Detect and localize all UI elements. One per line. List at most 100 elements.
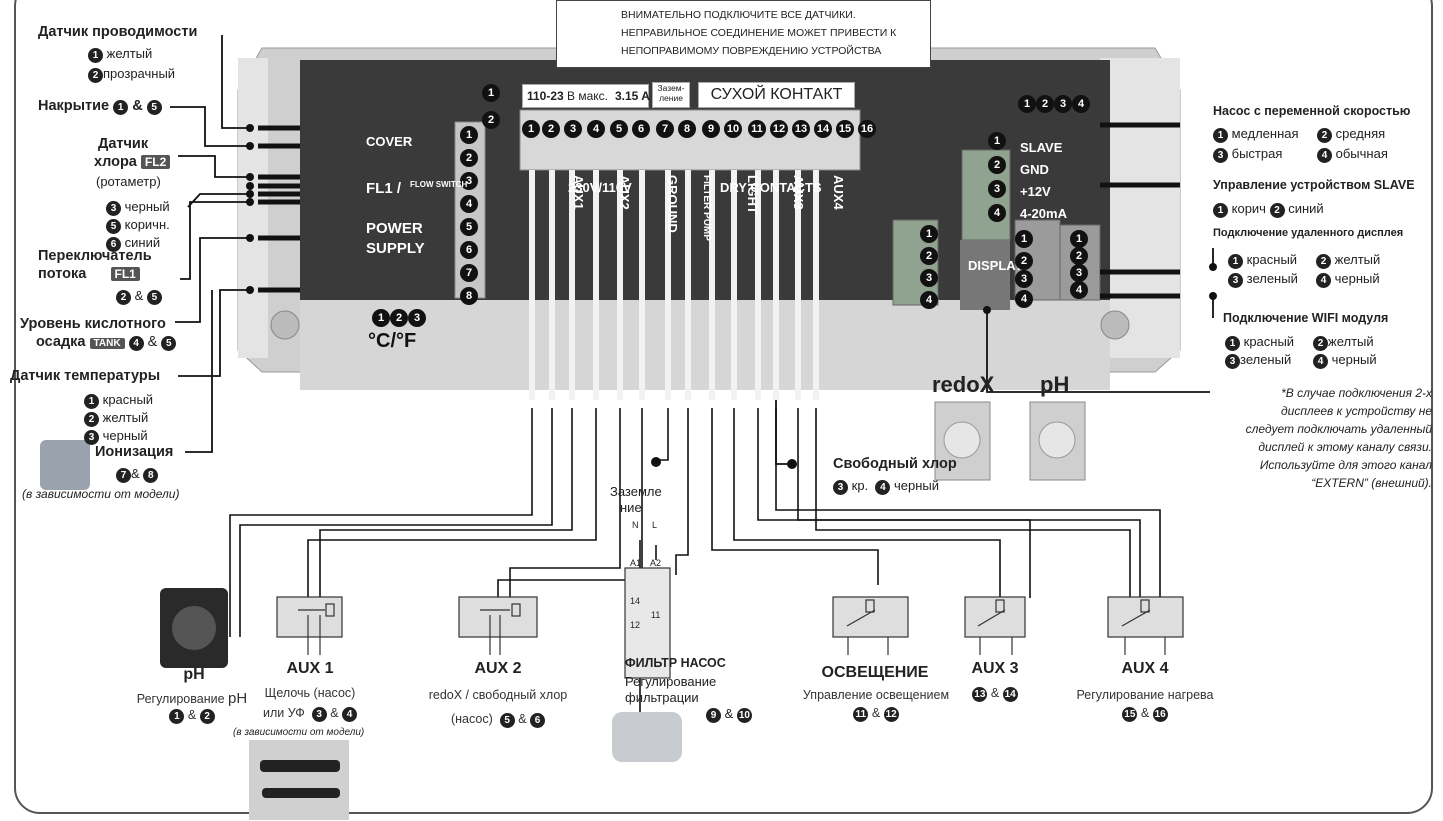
ground-label-1: Зазем- [657,83,685,93]
display-note-line-1: *В случае подключения 2-х [1281,386,1432,400]
ground-label-box: Зазем- ление [652,82,690,108]
housing-right-flank [1100,58,1180,358]
device-aux2-title: AUX 2 [474,660,522,677]
tank-tag: TANK [89,338,125,349]
ph-label: pH [1040,372,1070,397]
aux3-silk: AUX3 [791,175,806,210]
ion-amp: & [131,466,140,481]
device-aux1-note: (в зависимости от модели) [233,727,365,738]
ion-note: (в зависимости от модели) [22,487,180,501]
cover-silk: COVER [366,134,413,149]
display-wire-3-color: зеленый [1246,271,1298,286]
temp-wire-1: 1 красный [84,392,153,409]
housing-bottom [300,300,1110,390]
display-wire-1: 1 красный [1228,252,1297,269]
slave-terminal-2: 2 [988,156,1006,174]
chlorine-wire-6-color: синий [124,235,161,250]
free-chlorine-wire-3: кр. [851,478,869,493]
chlorine-sub: (ротаметр) [96,174,161,189]
power-silk: POWER [366,220,423,237]
pump-speed-3: 3 быстрая [1213,146,1282,163]
pump-speed-2: 2 средняя [1317,126,1385,143]
aux4-silk: AUX4 [831,175,846,210]
fl2-tag: FL2 [140,155,171,169]
device-aux4-title: AUX 4 [1121,660,1169,677]
voltage-label-box: 110-23 В макс. 3.15 A [522,84,650,108]
gnd-silk: GND [1020,162,1049,177]
acid-title-2: осадка TANK 4 & 5 [36,334,177,351]
terminal-9: 9 [702,120,720,138]
dry-contact-label: СУХОЙ КОНТАКТ [698,82,855,108]
conductivity-wire-1-color: желтый [106,46,153,61]
wifi-terminal-2: 2 [1070,247,1088,265]
pump-speed-2-text: средняя [1335,126,1386,141]
aux2-silk: AUX2 [617,175,632,210]
top-terminal-strip [519,109,861,171]
display-note-line-3: следует подключать удаленный [1245,422,1432,436]
leader-dots [246,124,1217,469]
device-aux2-desc2: (насос) 5 & 6 [418,712,578,728]
flow-title-2-text: потока [38,266,87,282]
pump-speed-1: 1 медленная [1213,126,1299,143]
device-filter-amp: & [724,706,734,721]
ground-text-1: Заземле [610,484,662,499]
wifi-wire-2-color: желтый [1328,334,1374,349]
display-wire-2-color: желтый [1334,252,1381,267]
device-aux1-title: AUX 1 [286,660,334,677]
wifi-terminal-3: 3 [1070,264,1088,282]
conductivity-terminal-2: 2 [482,111,500,129]
chlorine-wire-6: 6 синий [106,235,160,252]
chlorine-wire-3-color: черный [124,199,170,214]
fuse-label: 3.15 A [615,89,650,103]
device-aux1-desc1: Щелочь (насос) [264,686,356,700]
wifi-wire-4: 4 черный [1313,352,1377,369]
display-wire-2: 2 желтый [1316,252,1380,269]
flow-switch-silk: FLOW SWITCH [410,180,468,189]
device-ph-terms: 1 & 2 [152,708,232,724]
left-terminal-1: 1 [460,126,478,144]
terminal-6: 6 [632,120,650,138]
display-title: Подключение удаленного дисплея [1213,227,1404,239]
free-chlorine-title: Свободный хлор [833,456,957,472]
aux1-silk: AUX1 [571,175,586,210]
display-wire-4: 4 черный [1316,271,1380,288]
slave-wires: 1 корич 2 синий [1213,201,1324,218]
chlorine-wire-5-color: коричн. [124,217,170,232]
left-terminal-2: 2 [460,149,478,167]
display-note-line-5: Используйте для этого канал [1259,458,1432,472]
terminal-14: 14 [814,120,832,138]
terminal-2: 2 [542,120,560,138]
flow-title-1: Переключатель [38,248,152,264]
warning-line-1: ВНИМАТЕЛЬНО ПОДКЛЮЧИТЕ ВСЕ ДАТЧИКИ. [621,9,856,21]
wifi-wire-1-color: красный [1243,334,1295,349]
device-ph-desc-text: Регулирование [136,692,225,706]
display-note-line-2: дисплеев к устройству не [1281,404,1432,418]
display-wire-4-color: черный [1334,271,1380,286]
filter-pump-photo [612,712,682,762]
temp-silk: °C/°F [368,330,417,352]
slave-terminal-4: 4 [988,204,1006,222]
v12-silk: +12V [1020,184,1051,199]
left-terminal-4: 4 [460,195,478,213]
pump-speed-3-text: быстрая [1231,146,1283,161]
device-aux2-amp: & [518,712,527,726]
chlorine-title-1: Датчик [98,136,149,152]
terminal-10: 10 [724,120,742,138]
cover-title-text: Накрытие [38,98,110,114]
left-terminal-5: 5 [460,218,478,236]
terminal-15: 15 [836,120,854,138]
dry-contacts-silk: DRY CONTACTS [720,180,822,195]
terminal-11: 11 [748,120,766,138]
display-terminal-2: 2 [1015,252,1033,270]
device-aux1-desc2: или УФ 3 & 4 [240,706,380,722]
fl1-silk: FL1 / [366,180,402,197]
contactor-a1: A1 [630,558,642,568]
slave-wire-2: синий [1288,201,1324,216]
display-terminal-1: 1 [1015,230,1033,248]
ion-title: Ионизация [95,444,174,460]
ground-silk: GROUND [665,175,680,233]
display-silk: DISPLAY [968,258,1024,273]
warning-line-3: НЕПОПРАВИМОМУ ПОВРЕЖДЕНИЮ УСТРОЙСТВА [621,45,882,57]
